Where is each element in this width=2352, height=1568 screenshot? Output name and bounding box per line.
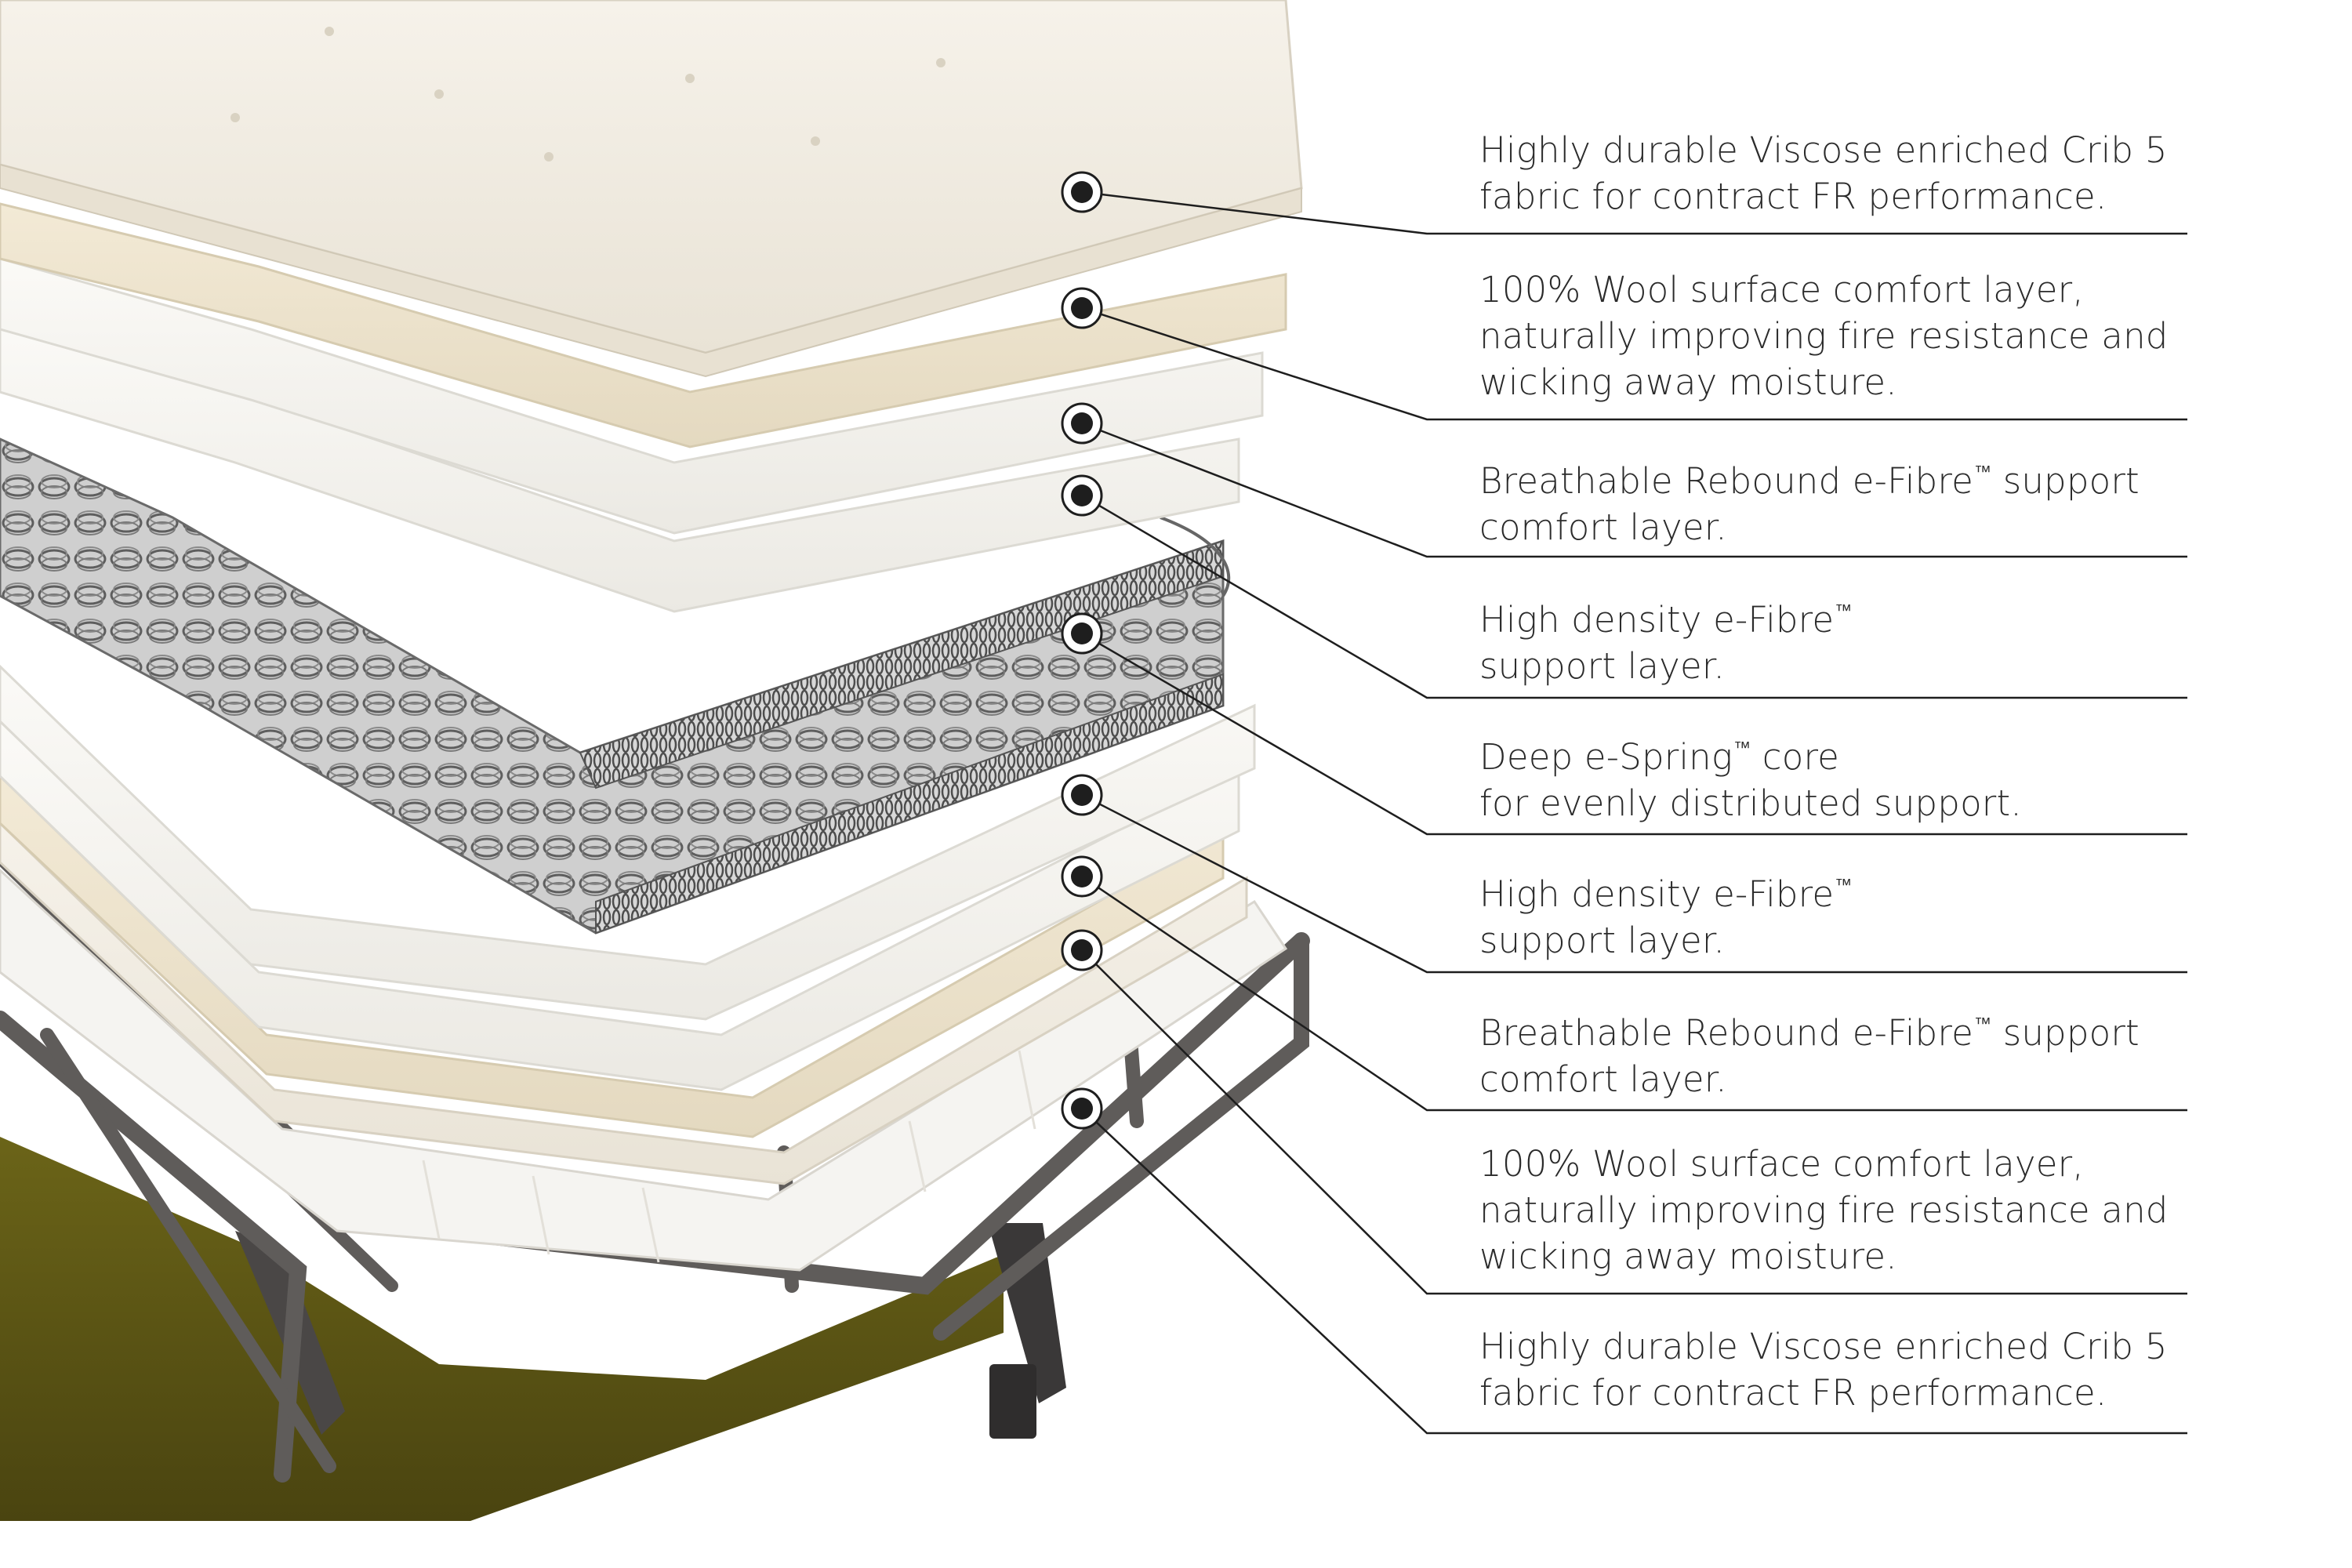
tufting-buttons	[230, 27, 946, 162]
callout-2-marker-dot	[1071, 297, 1093, 319]
layer-bottom-rebound-fibre	[0, 719, 1240, 1091]
callout-4-line-2: support layer.	[1479, 645, 1725, 687]
callout-3-marker-dot	[1071, 412, 1093, 434]
callout-4-leader-line	[1081, 494, 2187, 699]
callout-7-lower-rebound-fibre: Breathable Rebound e-Fibre™ support comf…	[1479, 1001, 2201, 1102]
callout-6-line-1: High density e-Fibre™	[1479, 873, 1853, 915]
callout-4-line-1: High density e-Fibre™	[1479, 599, 1853, 641]
callout-5-spring-core: Deep e-Spring™ core for evenly distribut…	[1479, 725, 2201, 826]
callout-1-line-2: fabric for contract FR performance.	[1479, 176, 2107, 217]
callout-2-leader-line	[1081, 307, 2187, 421]
layer-bottom-fabric	[0, 821, 1248, 1185]
layer-upper-rebound-fibre	[0, 257, 1264, 535]
callout-9-line-2: fabric for contract FR performance.	[1479, 1372, 2107, 1414]
layer-upper-wool	[0, 202, 1287, 448]
base-mattress	[0, 868, 1288, 1272]
trademark-symbol: ™	[1973, 463, 1992, 482]
callout-6-leader-line	[1081, 793, 2187, 974]
callout-8-marker-dot	[1071, 939, 1093, 961]
callout-2-line-1: 100% Wool surface comfort layer,	[1479, 269, 2084, 310]
callout-9-leader-line	[1081, 1108, 2187, 1435]
trademark-symbol: ™	[1973, 1014, 1992, 1034]
callout-5-line-2: for evenly distributed support.	[1479, 782, 2022, 824]
callout-5-marker-dot	[1071, 622, 1093, 644]
trademark-symbol: ™	[1733, 739, 1751, 758]
trademark-symbol: ™	[1835, 601, 1853, 621]
callout-3-upper-rebound-fibre: Breathable Rebound e-Fibre™ support comf…	[1479, 449, 2201, 550]
layer-lower-density-fibre	[0, 664, 1256, 1021]
callout-4-marker-dot	[1071, 485, 1093, 506]
callout-7-line-1: Breathable Rebound e-Fibre™ support	[1479, 1012, 2140, 1054]
callout-6-line-2: support layer.	[1479, 920, 1725, 961]
layer-bottom-wool	[0, 774, 1225, 1138]
callout-8-line-3: wicking away moisture.	[1479, 1236, 1897, 1277]
callout-3-leader-line	[1081, 422, 2187, 558]
layer-top-fabric	[0, 0, 1303, 378]
callout-7-marker-dot	[1071, 866, 1093, 887]
callout-2-line-2: naturally improving fire resistance and	[1479, 315, 2169, 357]
callout-4-upper-density-fibre: High density e-Fibre™ support layer.	[1479, 588, 2201, 689]
callout-8-line-1: 100% Wool surface comfort layer,	[1479, 1143, 2084, 1185]
callout-6-marker-dot	[1071, 784, 1093, 806]
callout-2-upper-wool: 100% Wool surface comfort layer, natural…	[1479, 267, 2201, 405]
callout-1-leader-line	[1081, 191, 2187, 235]
callout-3-line-1: Breathable Rebound e-Fibre™ support	[1479, 460, 2140, 502]
callout-9-line-1: Highly durable Viscose enriched Crib 5	[1479, 1326, 2168, 1367]
callout-7-line-2: comfort layer.	[1479, 1058, 1727, 1100]
callout-1-line-1: Highly durable Viscose enriched Crib 5	[1479, 129, 2168, 171]
callout-7-leader-line	[1081, 875, 2187, 1112]
callout-3-line-2: comfort layer.	[1479, 506, 1727, 548]
callout-8-leader-line	[1081, 949, 2187, 1295]
callout-1-marker-dot	[1071, 181, 1093, 203]
callout-8-lower-wool: 100% Wool surface comfort layer, natural…	[1479, 1141, 2201, 1279]
callout-9-bottom-fabric: Highly durable Viscose enriched Crib 5 f…	[1479, 1323, 2201, 1416]
callout-leaders	[1061, 171, 2187, 1435]
layer-spring-core	[0, 437, 1231, 935]
callout-8-line-2: naturally improving fire resistance and	[1479, 1189, 2169, 1231]
trademark-symbol: ™	[1835, 876, 1853, 895]
callout-5-leader-line	[1081, 632, 2187, 836]
callout-2-line-3: wicking away moisture.	[1479, 361, 1897, 403]
callout-6-lower-density-fibre: High density e-Fibre™ support layer.	[1479, 862, 2201, 964]
callout-1-top-fabric: Highly durable Viscose enriched Crib 5 f…	[1479, 127, 2201, 220]
base-mattress-quilting	[422, 1050, 1036, 1263]
callout-5-line-1: Deep e-Spring™ core	[1479, 736, 1840, 778]
callout-9-marker-dot	[1071, 1098, 1093, 1120]
